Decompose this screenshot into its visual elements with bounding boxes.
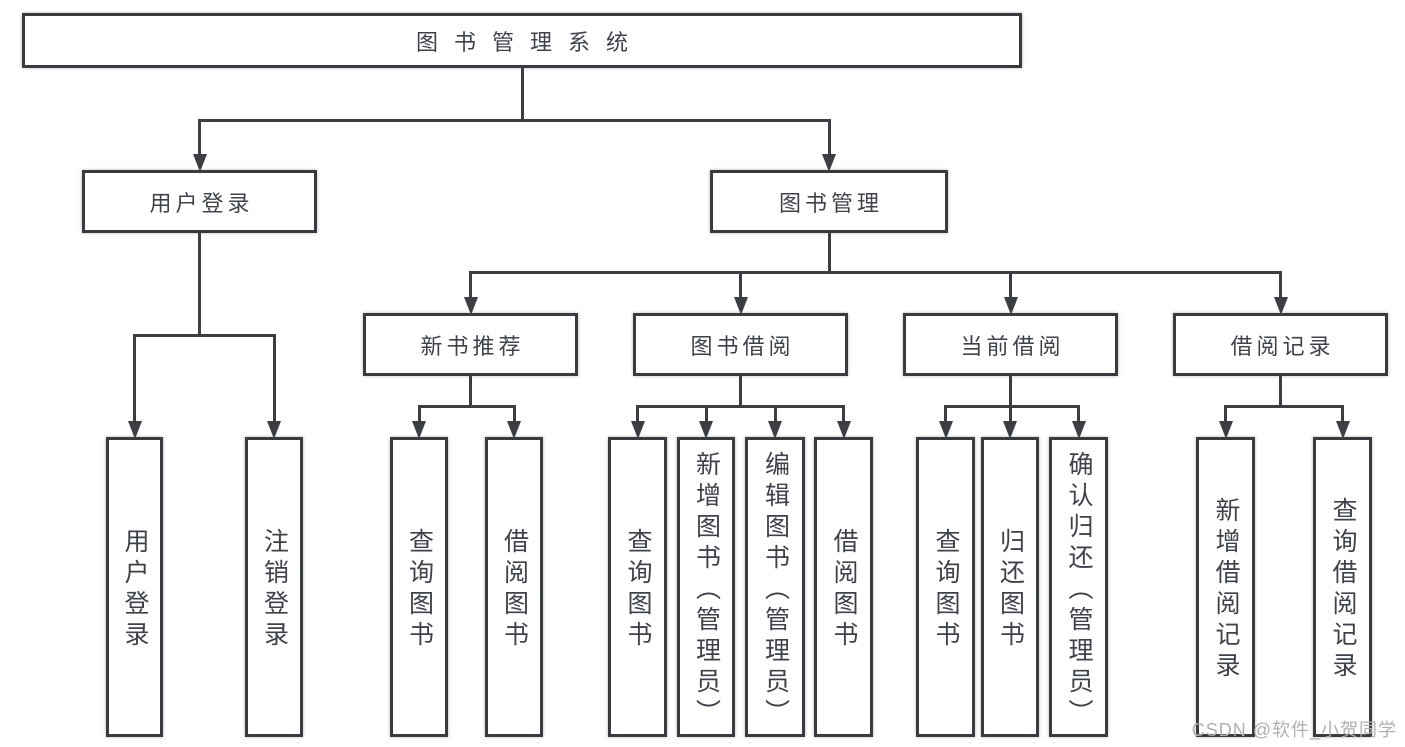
connector-rail-user-login: [133, 333, 276, 337]
connector-drop-leaf-nb-borrow: [512, 406, 516, 425]
arrow-down-icon: [699, 421, 713, 439]
arrow-down-icon: [267, 421, 281, 439]
arrow-down-icon: [507, 421, 521, 439]
node-root: 图书管理系统: [22, 13, 1022, 68]
connector-stem-root: [520, 68, 524, 122]
node-leaf-login: 用户登录: [106, 437, 163, 737]
connector-drop-leaf-cb-confirm: [1077, 406, 1080, 425]
arrow-down-icon: [412, 421, 426, 439]
node-new-book: 新书推荐: [363, 313, 578, 376]
connector-drop-leaf-login: [133, 335, 136, 425]
connector-drop-book-mgmt: [827, 120, 831, 158]
watermark: CSDN @软件_小贺同学: [1191, 720, 1397, 740]
node-current-borrow: 当前借阅: [903, 313, 1118, 376]
node-book-mgmt: 图书管理: [710, 170, 948, 233]
connector-drop-borrow-record: [1279, 272, 1282, 301]
connector-stem-book-mgmt: [827, 233, 831, 274]
connector-drop-leaf-nb-query: [417, 406, 421, 425]
arrow-down-icon: [938, 421, 953, 439]
connector-stem-user-login: [198, 233, 201, 337]
connector-drop-leaf-cb-query: [944, 406, 947, 425]
connector-drop-leaf-bb-borrow: [842, 406, 845, 425]
connector-stem-borrow-record: [1279, 376, 1282, 408]
node-leaf-bb-query: 查询图书: [608, 437, 667, 737]
connector-drop-current-borrow: [1009, 272, 1012, 301]
connector-rail-book-borrow: [636, 404, 845, 408]
node-leaf-br-add: 新增借阅记录: [1196, 437, 1255, 737]
connector-stem-current-borrow: [1009, 376, 1012, 408]
arrow-down-icon: [630, 421, 645, 439]
node-leaf-cb-return: 归还图书: [981, 437, 1039, 737]
connector-rail-borrow-record: [1224, 404, 1344, 408]
connector-drop-leaf-bb-add: [704, 406, 708, 425]
connector-drop-leaf-br-query: [1341, 406, 1344, 425]
connector-rail-book-mgmt: [469, 270, 1282, 274]
arrow-down-icon: [463, 297, 478, 315]
node-leaf-logout: 注销登录: [245, 437, 303, 737]
arrow-down-icon: [1335, 421, 1350, 439]
connector-stem-book-borrow: [739, 376, 742, 408]
connector-drop-leaf-br-add: [1224, 406, 1227, 425]
arrow-down-icon: [1003, 421, 1017, 439]
connector-rail-new-book: [417, 404, 516, 408]
connector-drop-leaf-logout: [272, 335, 276, 425]
node-user-login: 用户登录: [82, 170, 317, 233]
connector-drop-book-borrow: [739, 272, 742, 301]
arrow-down-icon: [822, 154, 836, 172]
arrow-down-icon: [768, 421, 782, 439]
node-leaf-bb-borrow: 借阅图书: [814, 437, 873, 737]
arrow-down-icon: [1218, 421, 1233, 439]
node-leaf-bb-add: 新增图书（管理员）: [677, 437, 735, 737]
node-book-borrow: 图书借阅: [633, 313, 848, 376]
connector-drop-leaf-cb-return: [1008, 406, 1012, 425]
arrow-down-icon: [1003, 297, 1018, 315]
arrow-down-icon: [127, 421, 142, 439]
connector-drop-user-login: [198, 120, 201, 158]
arrow-down-icon: [836, 421, 851, 439]
arrow-down-icon: [733, 297, 748, 315]
node-leaf-cb-query: 查询图书: [916, 437, 975, 737]
node-leaf-bb-edit: 编辑图书（管理员）: [745, 437, 805, 737]
connector-drop-new-book: [469, 272, 472, 301]
connector-stem-new-book: [469, 376, 472, 408]
arrow-down-icon: [192, 154, 207, 172]
node-borrow-record: 借阅记录: [1173, 313, 1388, 376]
connector-drop-leaf-bb-query: [636, 406, 639, 425]
node-leaf-nb-borrow: 借阅图书: [485, 437, 543, 737]
node-leaf-cb-confirm: 确认归还（管理员）: [1049, 437, 1108, 737]
connector-rail-current-borrow: [944, 404, 1080, 408]
connector-drop-leaf-bb-edit: [773, 406, 777, 425]
arrow-down-icon: [1273, 297, 1288, 315]
arrow-down-icon: [1071, 421, 1086, 439]
node-leaf-nb-query: 查询图书: [390, 437, 448, 737]
node-leaf-br-query: 查询借阅记录: [1313, 437, 1372, 737]
connector-rail-root: [198, 118, 831, 122]
